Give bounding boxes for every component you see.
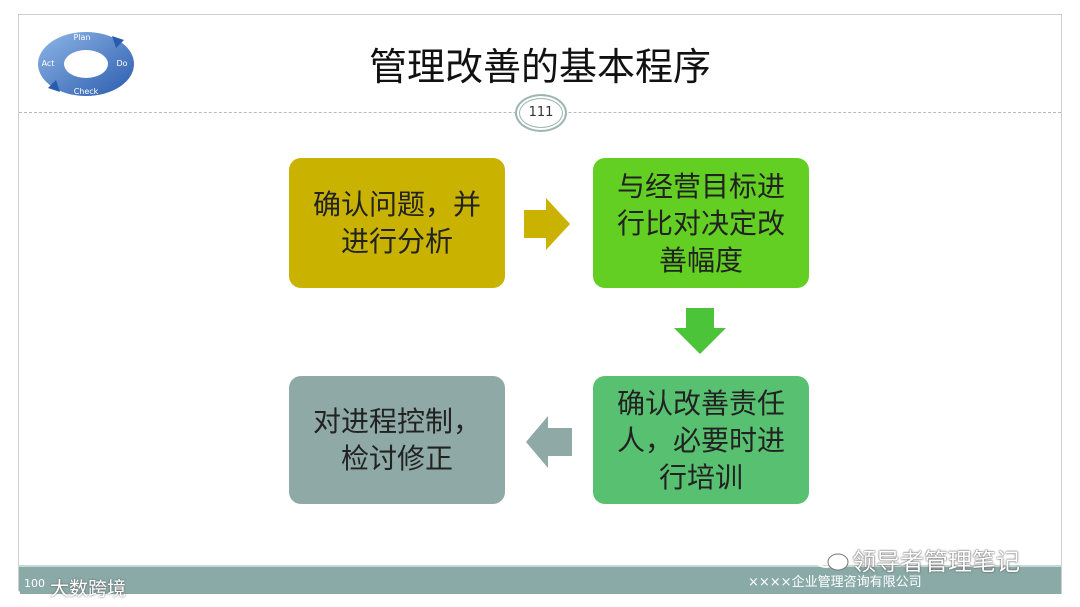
wechat-icon — [814, 548, 849, 571]
logo-check: Check — [74, 87, 99, 96]
svg-text:100: 100 — [24, 577, 45, 590]
step-2-line: 善幅度 — [658, 243, 743, 277]
wechat-watermark: 领导者管理笔记 — [852, 548, 1020, 576]
pdca-cycle-logo: Plan Do Check Act — [38, 32, 134, 96]
source-watermark: 大数跨境 — [50, 578, 127, 600]
step-2-line: 行比对决定改 — [616, 206, 785, 240]
step-box-2: 与经营目标进 行比对决定改 善幅度 — [593, 158, 809, 288]
arrow-right-icon — [524, 198, 570, 250]
arrow-down-icon — [674, 308, 726, 354]
step-box-3: 确认改善责任 人，必要时进 行培训 — [593, 376, 809, 504]
footer-company: ××××企业管理咨询有限公司 — [748, 575, 922, 590]
step-4-line: 对进程控制， — [312, 405, 481, 438]
step-3-line: 确认改善责任 — [616, 386, 785, 420]
step-3-line: 行培训 — [658, 460, 743, 494]
logo-act: Act — [42, 59, 55, 68]
slide-title: 管理改善的基本程序 — [368, 45, 711, 89]
step-1-line: 进行分析 — [340, 225, 453, 258]
step-3-line: 人，必要时进 — [616, 423, 785, 457]
step-4-line: 检讨修正 — [340, 442, 453, 475]
step-box-4: 对进程控制， 检讨修正 — [289, 376, 505, 504]
footer-band — [19, 565, 1061, 594]
arrow-left-icon — [526, 416, 572, 468]
page-number-badge: 111 — [515, 94, 567, 132]
step-1-line: 确认问题，并 — [312, 188, 481, 221]
source-logo-icon: 100 — [10, 575, 45, 595]
step-2-line: 与经营目标进 — [616, 169, 785, 203]
logo-plan: Plan — [73, 33, 90, 42]
logo-do: Do — [116, 59, 127, 68]
step-box-1: 确认问题，并 进行分析 — [289, 158, 505, 288]
